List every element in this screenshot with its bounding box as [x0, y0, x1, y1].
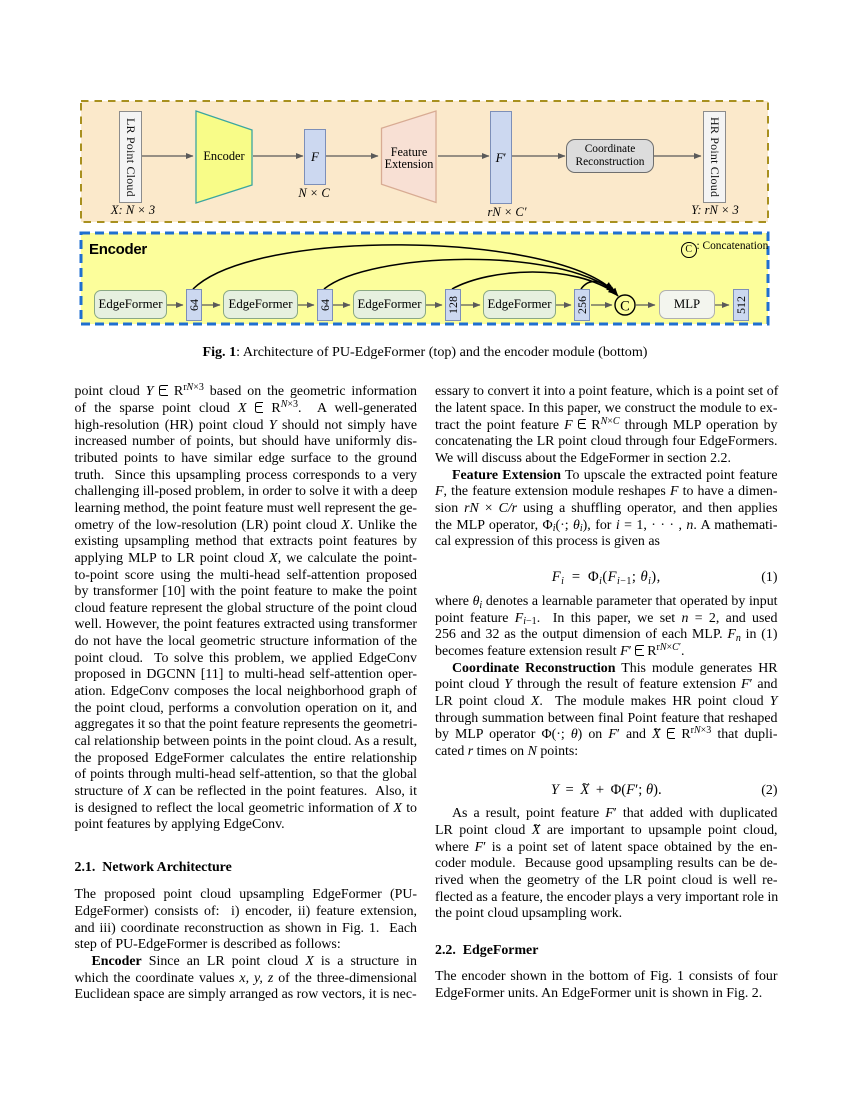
svg-text:C: C	[620, 299, 630, 315]
